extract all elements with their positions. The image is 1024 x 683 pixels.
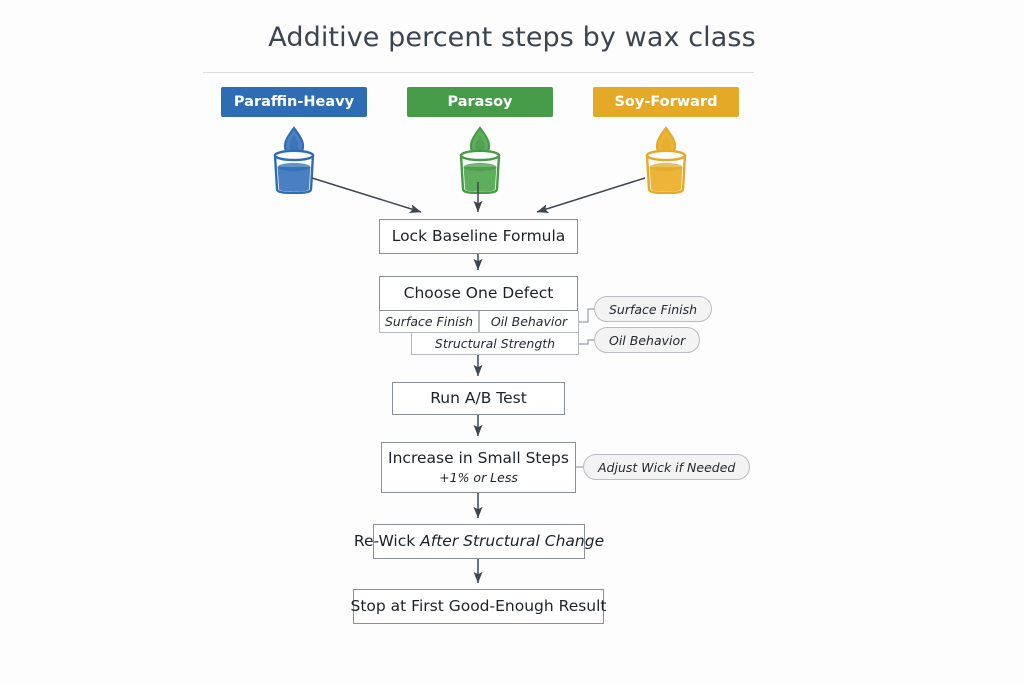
flow-node-title: Stop at First Good-Enough Result bbox=[350, 596, 607, 615]
candle-jar-icon bbox=[407, 117, 553, 197]
candle-jar-icon bbox=[221, 117, 367, 197]
page-title: Additive percent steps by wax class bbox=[268, 22, 756, 53]
connector-to-oil-behavior bbox=[579, 339, 594, 345]
flow-node-title-plain: Re-Wick bbox=[353, 531, 421, 550]
callout-adjust-wick-if-needed[interactable]: Adjust Wick if Needed bbox=[583, 454, 751, 480]
wax-class-column-parasoy: Parasoy bbox=[407, 87, 553, 197]
callout-oil-behavior[interactable]: Oil Behavior bbox=[594, 327, 701, 353]
flow-node-stop-at-first-good-enough-result[interactable]: Stop at First Good-Enough Result bbox=[350, 589, 607, 624]
wax-class-column-paraffin-heavy: Paraffin-Heavy bbox=[221, 87, 367, 197]
flow-node-title: Lock Baseline Formula bbox=[391, 226, 566, 245]
flow-node-re-wick-after-structural-change[interactable]: Re-Wick After Structural Change bbox=[354, 524, 604, 559]
wax-class-chip-parasoy[interactable]: Parasoy bbox=[407, 87, 553, 117]
flow-node-title: Increase in Small Steps bbox=[388, 449, 569, 468]
flow-node-increase-in-small-steps[interactable]: Increase in Small Steps +1% or Less bbox=[381, 442, 576, 493]
title-divider bbox=[203, 72, 754, 73]
defect-option-oil-behavior[interactable]: Oil Behavior bbox=[479, 311, 579, 333]
defect-option-label: Surface Finish bbox=[384, 314, 474, 329]
flow-node-lock-baseline-formula[interactable]: Lock Baseline Formula bbox=[379, 219, 578, 254]
defect-option-label: Structural Strength bbox=[434, 336, 556, 351]
callout-surface-finish[interactable]: Surface Finish bbox=[594, 296, 713, 322]
flow-node-title: Re-Wick After Structural Change bbox=[353, 531, 605, 551]
defect-option-label: Oil Behavior bbox=[490, 314, 568, 329]
defect-option-surface-finish[interactable]: Surface Finish bbox=[379, 311, 479, 333]
flow-node-choose-one-defect[interactable]: Choose One Defect bbox=[379, 276, 578, 311]
connector-to-surface-finish bbox=[579, 308, 594, 323]
flow-node-run-ab-test[interactable]: Run A/B Test bbox=[392, 382, 565, 415]
wax-class-column-soy-forward: Soy-Forward bbox=[593, 87, 739, 197]
candle-jar-icon bbox=[593, 117, 739, 197]
flow-node-title-italic: After Structural Change bbox=[420, 531, 605, 550]
wax-class-chip-paraffin-heavy[interactable]: Paraffin-Heavy bbox=[221, 87, 367, 117]
defect-option-structural-strength[interactable]: Structural Strength bbox=[411, 333, 579, 355]
flow-node-title: Run A/B Test bbox=[430, 388, 527, 407]
wax-class-chip-soy-forward[interactable]: Soy-Forward bbox=[593, 87, 739, 117]
flow-node-subtitle: +1% or Less bbox=[439, 469, 518, 485]
flow-node-title: Choose One Defect bbox=[403, 283, 554, 302]
